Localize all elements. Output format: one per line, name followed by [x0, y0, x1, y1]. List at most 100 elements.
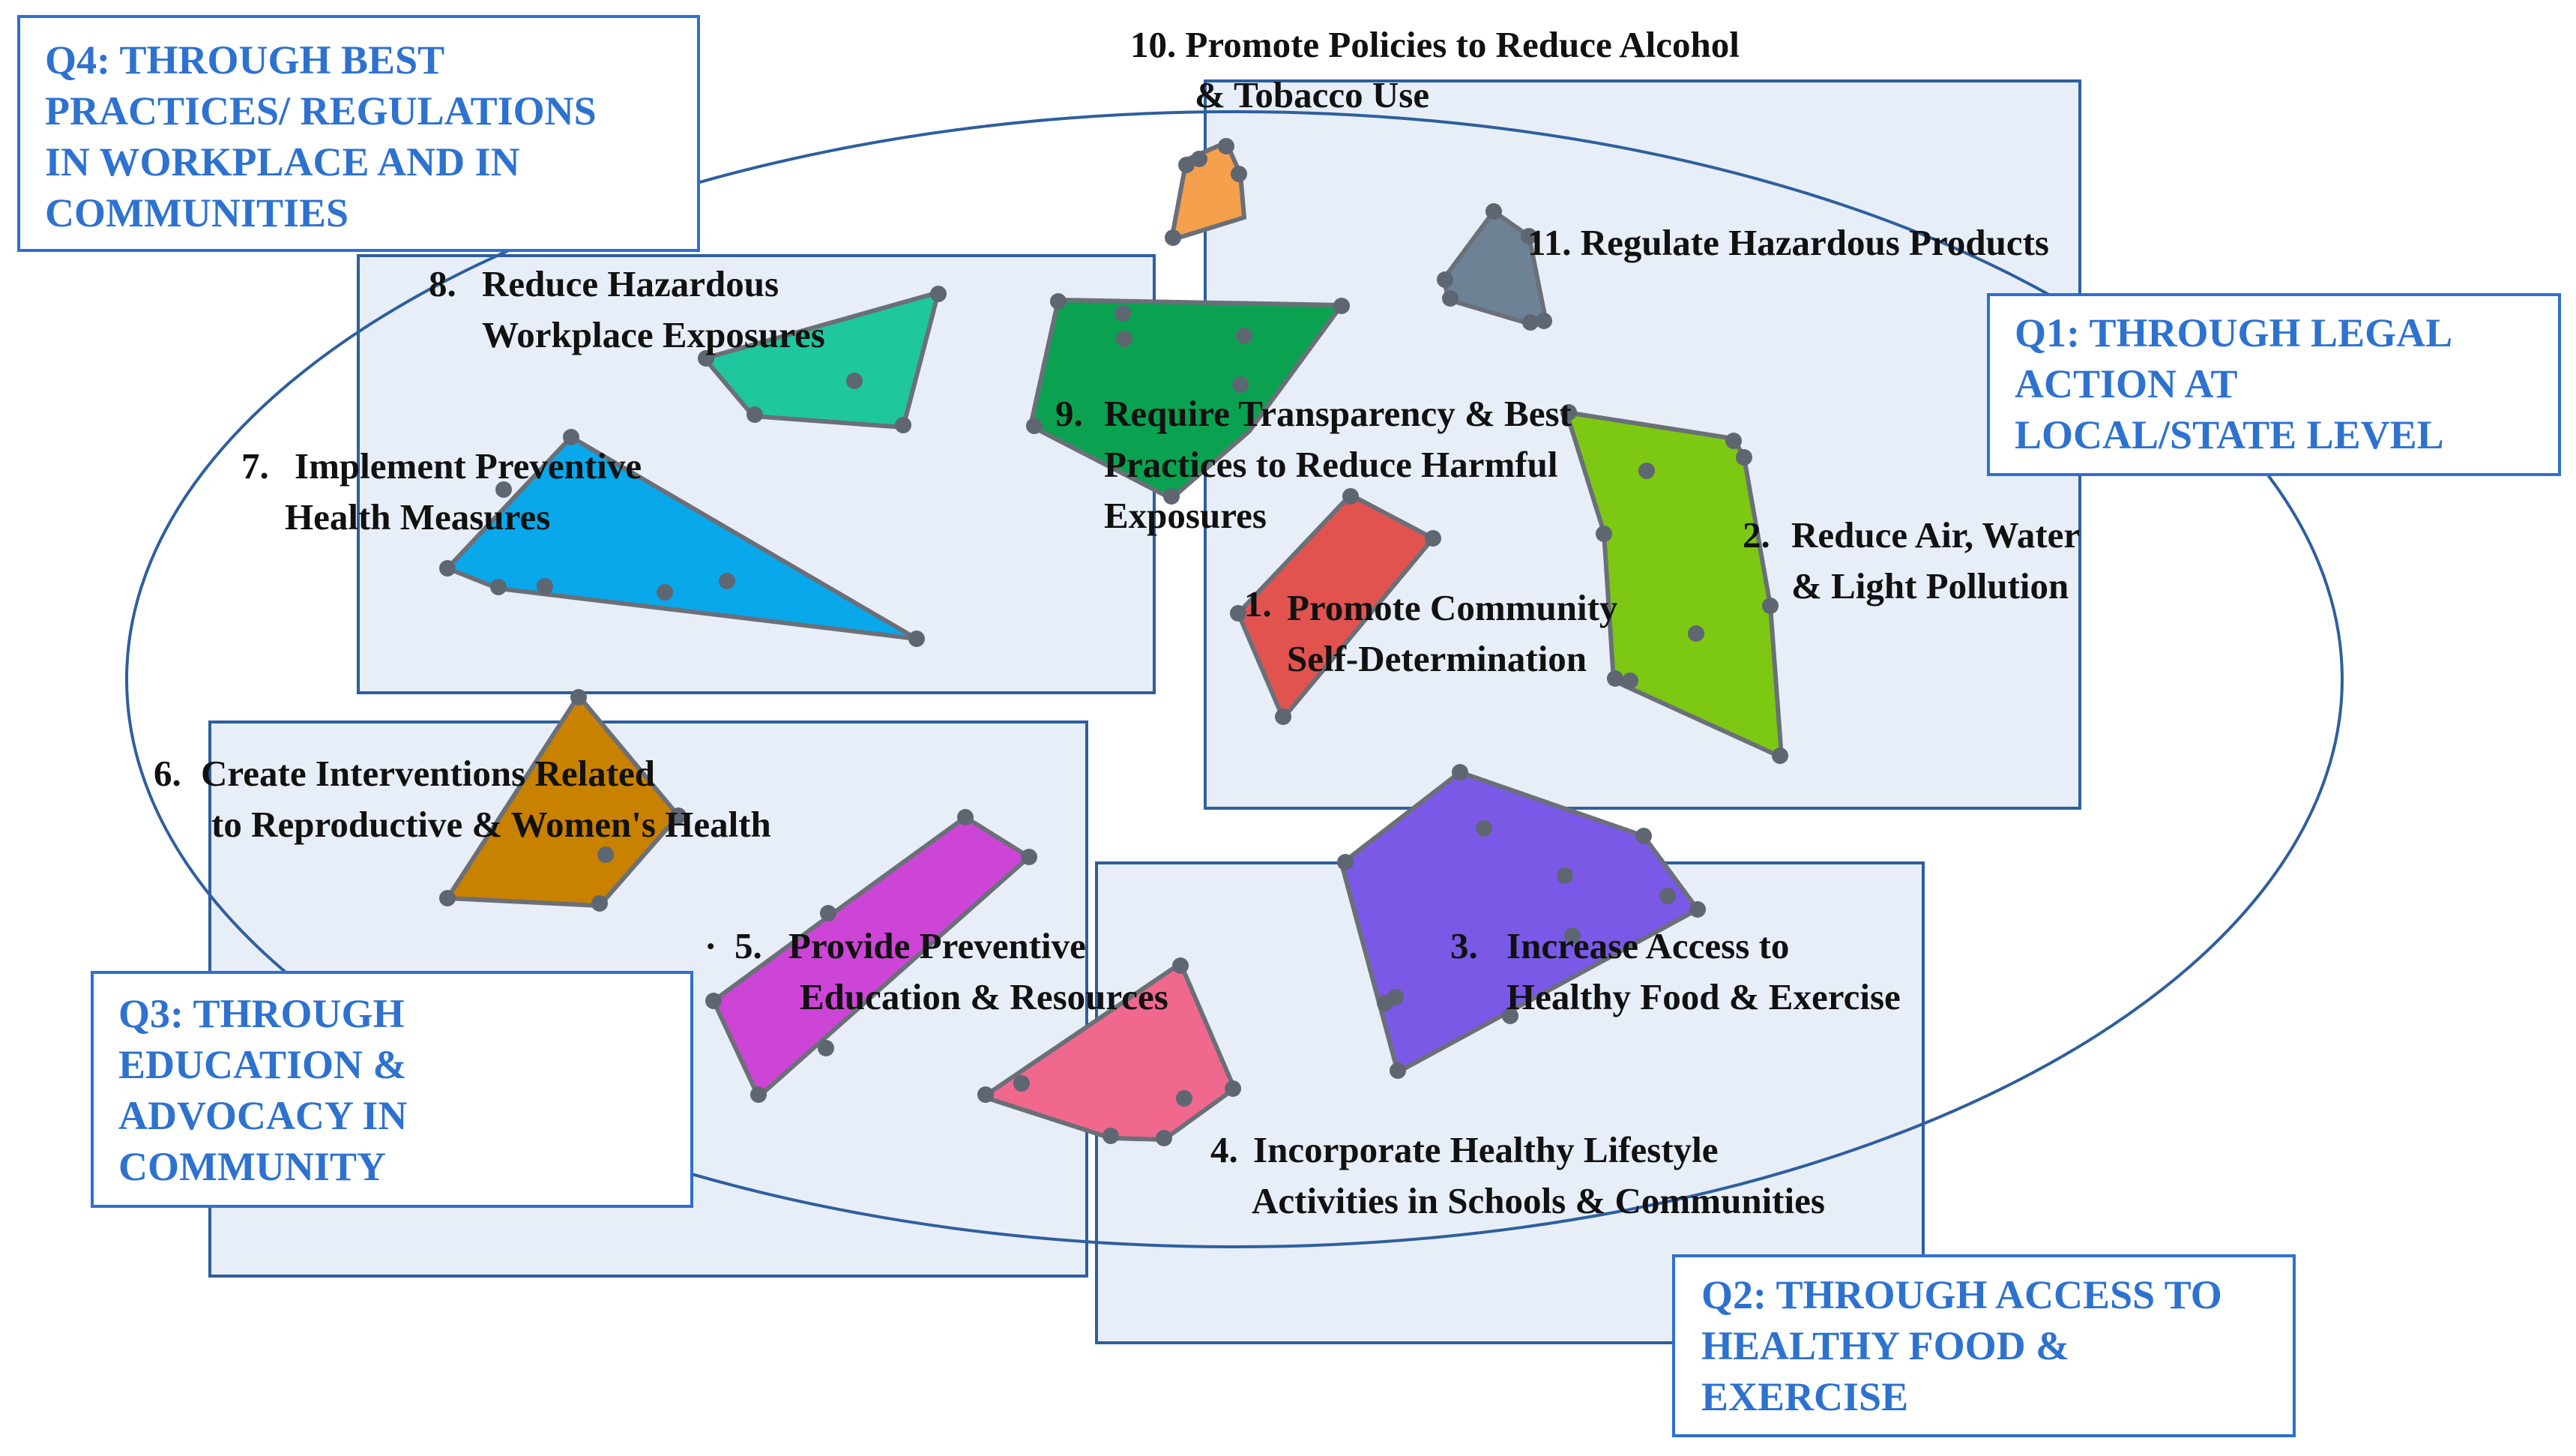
cluster-11-text-line1: Regulate Hazardous Products — [1581, 222, 2049, 263]
statement-point — [1337, 854, 1354, 870]
cluster-3-number: 3. — [1450, 925, 1478, 966]
quadrant-q3-label-box: Q3: THROUGH EDUCATION & ADVOCACY IN COMM… — [91, 971, 693, 1208]
statement-point — [657, 584, 673, 601]
cluster-4-text-line1: Incorporate Healthy Lifestyle — [1253, 1129, 1719, 1170]
cluster-7-text-line1: Implement Preventive — [295, 445, 642, 487]
cluster-4-number: 4. — [1210, 1129, 1238, 1170]
statement-point — [495, 481, 512, 498]
cluster-9-number: 9. — [1055, 393, 1083, 434]
statement-point — [1635, 828, 1652, 844]
cluster-4-text-line2: Activities in Schools & Communities — [1252, 1180, 1825, 1221]
cluster-6-text-line2: to Reproductive & Women's Health — [211, 804, 771, 845]
quadrant-q4-line3: IN WORKPLACE AND IN — [45, 139, 520, 184]
cluster-1-text-line1: Promote Community — [1287, 587, 1618, 628]
cluster-10-text-line1: Promote Policies to Reduce Alcohol — [1186, 24, 1740, 65]
statement-point — [1772, 747, 1788, 764]
cluster-9-polygon — [1028, 297, 1346, 502]
statement-point — [1050, 293, 1067, 310]
cluster-3-text-line2: Healthy Food & Exercise — [1506, 976, 1901, 1017]
cluster-8-label: 8. Reduce Hazardous Workplace Exposures — [429, 263, 825, 355]
statement-point — [1622, 673, 1638, 689]
cluster-1-label: 1. Promote Community Self-Determination — [1244, 583, 1627, 679]
statement-point — [1021, 849, 1037, 865]
statement-point — [698, 350, 714, 367]
statement-point — [1689, 901, 1706, 918]
cluster-2-label: 2. Reduce Air, Water & Light Pollution — [1743, 514, 2089, 607]
cluster-10-number: 10. — [1130, 24, 1176, 65]
statement-point — [1442, 290, 1459, 307]
statement-point — [1333, 298, 1350, 314]
statement-point — [1437, 271, 1453, 288]
cluster-5-label: · 5. Provide Preventive Education & Reso… — [705, 925, 1168, 1017]
statement-point — [908, 631, 925, 647]
statement-point — [591, 895, 608, 912]
statement-point — [670, 807, 687, 824]
cluster-3-polygon — [1339, 769, 1701, 1076]
cluster-4-polygon — [978, 960, 1237, 1143]
quadrant-q3-line4: COMMUNITY — [118, 1144, 386, 1189]
cluster-11-number: 11. — [1527, 222, 1572, 263]
statement-point — [1230, 605, 1246, 622]
statement-point — [1103, 1128, 1119, 1144]
statement-point — [705, 993, 722, 1009]
cluster-7-number: 7. — [241, 445, 269, 487]
cluster-3-label: 3. Increase Access to Healthy Food & Exe… — [1450, 925, 1901, 1017]
statement-point — [1688, 625, 1704, 642]
statement-point — [895, 417, 911, 433]
statement-point — [1114, 305, 1131, 322]
statement-point — [1178, 157, 1195, 173]
statement-point — [570, 689, 587, 706]
svg-text:Q1: THROUGH LEGAL ACTI: Q1: THROUGH LEGAL ACTION AT LOCAL/STATE … — [2015, 310, 2461, 457]
statement-point — [1191, 151, 1207, 167]
statement-point — [1596, 526, 1612, 542]
statement-point — [1275, 709, 1291, 725]
cluster-3-text-line1: Increase Access to — [1506, 925, 1789, 966]
cluster-5-number: 5. — [735, 925, 762, 966]
statement-point — [1390, 1062, 1406, 1079]
statement-point — [1218, 138, 1234, 154]
statement-point — [1485, 203, 1502, 220]
statement-point — [1638, 463, 1655, 479]
svg-text:Q2: THROUGH ACCESS TO: Q2: THROUGH ACCESS TO HEALTHY FOOD & EXE… — [1701, 1272, 2232, 1419]
statement-point — [1476, 820, 1492, 837]
svg-text:Q4: THROUGH BEST PRACT: Q4: THROUGH BEST PRACTICES/ REGULATIONS … — [45, 37, 606, 235]
statement-point — [439, 890, 456, 906]
quadrant-q4-line2: PRACTICES/ REGULATIONS — [45, 88, 597, 133]
statement-point — [439, 560, 456, 577]
quadrant-q2-label-box: Q2: THROUGH ACCESS TO HEALTHY FOOD & EXE… — [1672, 1254, 2296, 1437]
statement-point — [1026, 418, 1043, 434]
statement-point — [1116, 331, 1132, 347]
quadrant-q1-line3: LOCAL/STATE LEVEL — [2015, 412, 2444, 457]
cluster-9-text-line3: Exposures — [1104, 495, 1267, 536]
quadrant-q2-line1: Q2: THROUGH ACCESS TO — [1701, 1272, 2222, 1317]
cluster-5-polygon — [711, 814, 1033, 1101]
cluster-9-text-line2: Practices to Reduce Harmful — [1104, 444, 1558, 485]
cluster-6-label: 6. Create Interventions Related to Repro… — [154, 753, 771, 845]
cluster-5-text-line2: Education & Resources — [800, 976, 1168, 1017]
statement-point — [1536, 313, 1552, 329]
statement-point — [1225, 1080, 1241, 1097]
cluster-8-text-line2: Workplace Exposures — [482, 314, 825, 355]
cluster-9-label: 9. Require Transparency & Best Practices… — [1055, 393, 1581, 536]
statement-point — [1425, 530, 1441, 547]
cluster-2-text-line2: & Light Pollution — [1791, 565, 2069, 607]
central-ellipse — [125, 110, 2344, 1248]
statement-point — [820, 905, 836, 921]
statement-point — [957, 809, 974, 825]
cluster-2-text-line1: Reduce Air, Water — [1791, 514, 2079, 556]
statement-point — [1176, 1090, 1192, 1107]
cluster-8-text-line1: Reduce Hazardous — [482, 263, 779, 304]
statement-point — [1232, 376, 1249, 393]
statement-point — [1521, 228, 1537, 244]
quadrant-q4-label-box: Q4: THROUGH BEST PRACTICES/ REGULATIONS … — [17, 15, 700, 252]
quadrant-q1-label-box: Q1: THROUGH LEGAL ACTION AT LOCAL/STATE … — [1987, 293, 2561, 476]
statement-point — [1013, 1075, 1030, 1092]
statement-point — [1607, 670, 1623, 687]
cluster-8-number: 8. — [429, 263, 456, 304]
statement-point — [1762, 598, 1779, 614]
cluster-2-number: 2. — [1743, 514, 1770, 556]
statement-point — [750, 1086, 767, 1103]
statement-point — [1231, 166, 1247, 182]
quadrant-q2-line3: EXERCISE — [1701, 1374, 1908, 1419]
quadrant-q3-line3: ADVOCACY IN — [118, 1093, 407, 1138]
